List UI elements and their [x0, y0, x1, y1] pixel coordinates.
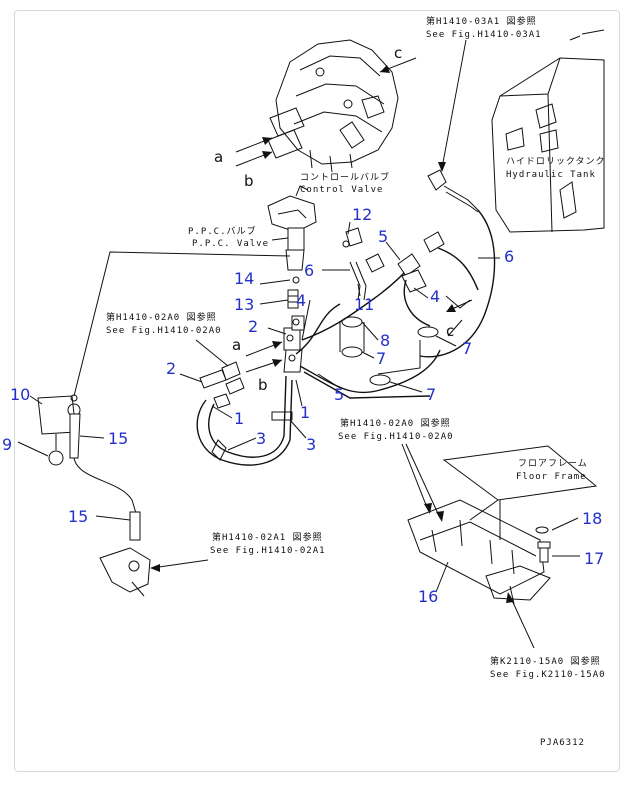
reference-left-jp: 第H1410-02A0 図参照	[106, 311, 217, 323]
control-valve-label-jp: コントロールバルブ	[300, 171, 390, 183]
reference-top-right-jp: 第H1410-03A1 図参照	[426, 15, 537, 27]
callout-15-upper: 15	[108, 429, 128, 448]
figure-frame	[14, 10, 620, 772]
ppc-valve-drawing	[267, 185, 317, 284]
hydraulic-tank-label-en: Hydraulic Tank	[506, 170, 596, 180]
port-label-c-right: c	[446, 322, 454, 340]
port-label-a-top: a	[214, 148, 223, 166]
cable-end-15	[129, 511, 141, 541]
lower-bracket	[99, 547, 151, 597]
callout-2-left: 2	[166, 359, 176, 378]
hose-6-right	[419, 209, 496, 358]
callout-leader-lines	[17, 221, 580, 593]
callout-6-left: 6	[304, 261, 314, 280]
floor-frame-label-en: Floor Frame	[516, 472, 587, 482]
callout-7-c: 7	[426, 385, 436, 404]
hose-4	[301, 261, 415, 341]
control-valve-label-en: Control Valve	[300, 185, 383, 195]
hose-1-left	[208, 375, 287, 458]
left-lever-assembly	[37, 395, 81, 466]
callout-16: 16	[418, 587, 438, 606]
reference-bottom-jp: 第H1410-02A1 図参照	[212, 531, 323, 543]
hose-5	[299, 349, 441, 394]
reference-mid-right-jp: 第H1410-02A0 図参照	[340, 417, 451, 429]
reference-left-en: See Fig.H1410-02A0	[106, 326, 222, 336]
ppc-valve-label-jp: P.P.C.バルブ	[188, 225, 257, 237]
callout-10: 10	[10, 385, 30, 404]
port-label-b-mid: b	[258, 376, 268, 394]
callout-6-right: 6	[504, 247, 514, 266]
callout-3-left: 3	[256, 429, 266, 448]
callout-14: 14	[234, 269, 254, 288]
callout-9: 9	[2, 435, 12, 454]
tank-return-fitting	[427, 169, 479, 213]
callout-1-mid: 1	[300, 403, 310, 422]
central-manifold	[283, 315, 305, 373]
callout-7-b: 7	[462, 339, 472, 358]
hydraulic-tank-drawing	[491, 29, 605, 233]
port-label-c-top: c	[394, 44, 402, 62]
reference-lower-right-jp: 第K2110-15A0 図参照	[490, 655, 601, 667]
callout-8: 8	[380, 331, 390, 350]
callout-5-mid: 5	[334, 385, 344, 404]
cable-15	[73, 457, 139, 521]
reference-lower-right-en: See Fig.K2110-15A0	[490, 670, 606, 680]
drawing-code: PJA6312	[540, 738, 585, 748]
adapter-fittings-left	[199, 361, 245, 409]
port-label-b-top: b	[244, 172, 254, 190]
callout-1-left: 1	[234, 409, 244, 428]
clamps	[339, 316, 439, 386]
control-valve-port-arrows	[235, 57, 417, 167]
washer-18	[535, 526, 549, 534]
callout-4-right: 4	[430, 287, 440, 306]
ppc-valve-label-en: P.P.C. Valve	[192, 239, 269, 249]
callout-13: 13	[234, 295, 254, 314]
callout-17: 17	[584, 549, 604, 568]
floor-frame-label-jp: フロアフレーム	[518, 458, 588, 469]
bolt-17	[537, 541, 551, 563]
callout-3-mid: 3	[306, 435, 316, 454]
callout-18: 18	[582, 509, 602, 528]
callout-15-lower: 15	[68, 507, 88, 526]
callout-11: 11	[354, 295, 374, 314]
fitting-13	[287, 289, 299, 309]
reference-top-right-en: See Fig.H1410-03A1	[426, 30, 542, 40]
upper-right-fittings	[342, 227, 445, 301]
reference-mid-right-en: See Fig.H1410-02A0	[338, 432, 454, 442]
reference-bottom-en: See Fig.H1410-02A1	[210, 546, 326, 556]
callout-12: 12	[352, 205, 372, 224]
port-label-a-mid: a	[232, 336, 241, 354]
callout-2-mid: 2	[248, 317, 258, 336]
harness-line	[73, 251, 291, 397]
hose-3-left	[196, 379, 293, 466]
callout-7-a: 7	[376, 349, 386, 368]
control-valve-drawing	[267, 39, 399, 173]
callout-5-top: 5	[378, 227, 388, 246]
hydraulic-tank-label-jp: ハイドロリックタンク	[506, 156, 605, 167]
callout-4-mid: 4	[296, 291, 306, 310]
